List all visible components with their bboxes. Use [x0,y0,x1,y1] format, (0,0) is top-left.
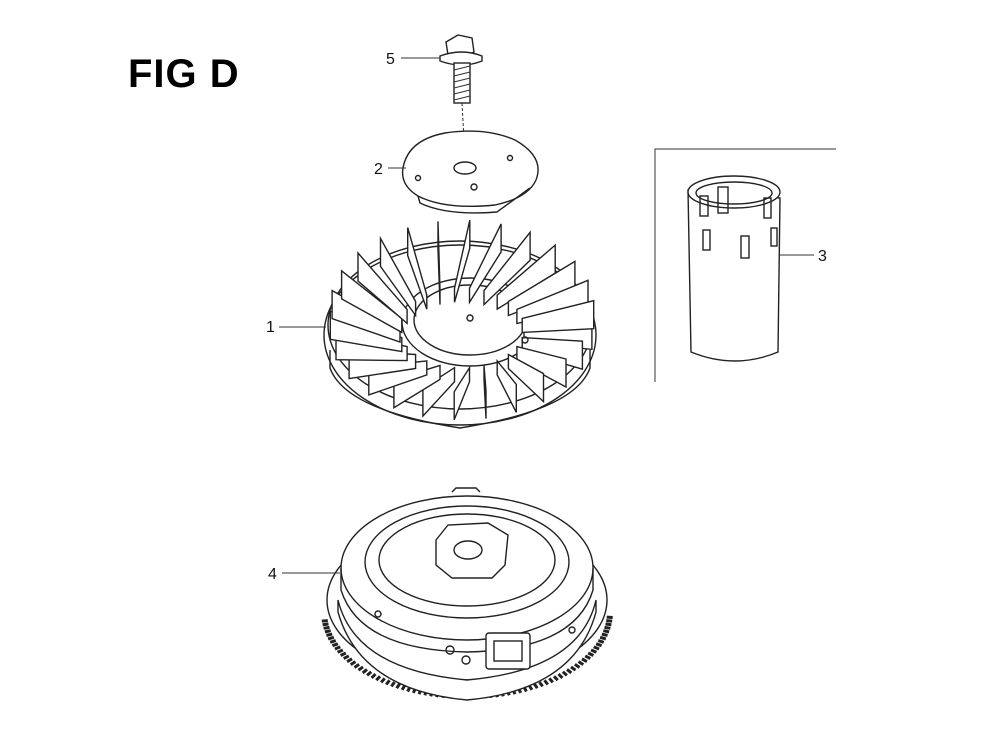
gear-tooth [600,637,606,639]
gear-tooth [376,676,380,680]
callout-5: 5 [386,51,440,68]
gear-tooth [567,669,571,673]
callout-number-1: 1 [266,319,275,336]
flywheel [322,488,613,700]
gear-tooth [325,631,331,632]
gear-tooth [545,680,548,684]
gear-tooth [602,634,608,635]
callout-4: 4 [268,566,340,583]
gear-tooth [575,664,580,667]
callout-number-4: 4 [268,566,277,583]
gear-tooth [386,680,389,684]
gear-tooth [355,664,360,667]
gear-tooth [363,669,367,673]
gear-tooth [603,631,609,632]
gear-tooth [330,641,336,643]
callout-number-3: 3 [818,248,827,265]
gear-tooth [328,637,334,639]
gear-tooth [347,659,352,662]
plate [403,131,539,213]
callout-3: 3 [780,248,827,265]
gear-tooth [591,650,596,652]
gear-tooth [323,624,329,625]
callout-number-2: 2 [374,161,383,178]
gear-tooth [540,682,543,686]
gear-tooth [594,647,599,649]
gear-tooth [326,634,332,635]
gear-tooth [322,621,328,622]
cooling-fan [324,220,596,428]
gear-tooth [598,641,604,643]
flange-bolt [440,35,482,140]
figure-title: FIG D [128,52,240,97]
gear-tooth [559,674,563,678]
gear-tooth [338,650,343,652]
gear-tooth [367,672,371,676]
callout-2: 2 [374,161,406,178]
callout-number-5: 5 [386,51,395,68]
gear-tooth [335,647,340,649]
gear-tooth [563,672,567,676]
gear-tooth [585,656,590,659]
gear-tooth [372,674,376,678]
gear-tooth [359,667,364,670]
gear-tooth [391,682,394,686]
gear-tooth [606,624,612,625]
gear-tooth [596,644,602,646]
gear-tooth [332,644,338,646]
gear-tooth [341,653,346,656]
gear-tooth [605,627,611,628]
callout-1: 1 [266,319,326,336]
gear-tooth [381,678,385,682]
gear-tooth [549,678,553,682]
gear-tooth [579,662,584,665]
gear-tooth [554,676,558,680]
gear-tooth [588,653,593,656]
gear-tooth [397,684,400,688]
gear-tooth [582,659,587,662]
gear-tooth [324,627,330,628]
gear-tooth [571,667,576,670]
sleeve-inset [655,149,836,382]
gear-tooth [534,684,537,688]
gear-tooth [351,662,356,665]
gear-tooth [344,656,349,659]
gear-tooth [606,621,612,622]
